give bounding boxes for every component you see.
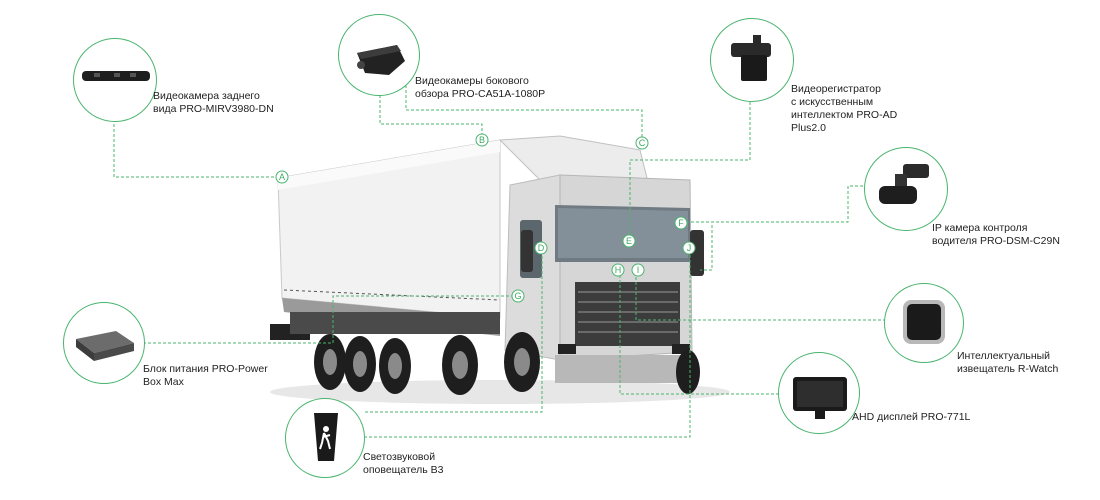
- driver-camera-label: IP камера контроля водителя PRO-DSM-C29N: [932, 222, 1060, 247]
- dvr-label: Видеорегистратор с искусственным интелле…: [791, 83, 898, 134]
- smartwatch-icon: [903, 300, 945, 344]
- rear-camera-thumb: [73, 38, 157, 122]
- svg-text:E: E: [626, 236, 632, 246]
- svg-text:G: G: [514, 291, 521, 301]
- marker-i: I: [631, 263, 645, 277]
- svg-text:H: H: [615, 265, 622, 275]
- svg-text:D: D: [538, 243, 545, 253]
- marker-f: F: [674, 216, 688, 230]
- r-watch-label: Интеллектуальный извещатель R-Watch: [957, 350, 1059, 375]
- power-box-thumb: [63, 302, 145, 384]
- marker-g: G: [511, 289, 525, 303]
- driver-camera-thumb: [864, 147, 948, 231]
- svg-text:B: B: [479, 135, 485, 145]
- dvr-icon: [731, 35, 771, 81]
- ahd-display-label: AHD дисплей PRO-771L: [852, 411, 971, 423]
- power-box-icon: [76, 331, 134, 361]
- r-watch-thumb: [884, 283, 964, 363]
- marker-b: B: [475, 133, 489, 147]
- marker-d: D: [534, 241, 548, 255]
- rear-camera-label: Видеокамера заднего вида PRO-MIRV3980-DN: [153, 90, 274, 115]
- markers: A B C D E F G H I J: [275, 133, 696, 303]
- side-camera-thumb: [338, 14, 420, 96]
- marker-j: J: [682, 241, 696, 255]
- marker-h: H: [611, 263, 625, 277]
- alarm-label: Светозвуковой оповещатель B3: [363, 451, 444, 476]
- svg-text:A: A: [279, 172, 285, 182]
- power-box-label: Блок питания PRO-Power Box Max: [143, 363, 268, 388]
- svg-text:C: C: [639, 138, 646, 148]
- wheels: [314, 332, 700, 395]
- alarm-thumb: [285, 398, 365, 478]
- alarm-icon: [314, 413, 338, 461]
- connector-lines: [113, 80, 886, 438]
- ahd-display-thumb: [778, 352, 860, 434]
- svg-text:I: I: [637, 265, 640, 275]
- side-camera-icon: [357, 45, 405, 75]
- dvr-thumb: [710, 18, 794, 102]
- marker-c: C: [635, 136, 649, 150]
- marker-a: A: [275, 170, 289, 184]
- marker-e: E: [622, 234, 636, 248]
- svg-text:J: J: [687, 243, 692, 253]
- trailer: [270, 139, 501, 340]
- monitor-icon: [793, 377, 847, 419]
- side-camera-label: Видеокамеры бокового обзора PRO-CA51A-10…: [415, 75, 546, 100]
- svg-text:F: F: [678, 218, 684, 228]
- driver-camera-icon: [879, 164, 929, 204]
- truck-cab: [498, 135, 704, 383]
- rear-camera-icon: [82, 71, 150, 81]
